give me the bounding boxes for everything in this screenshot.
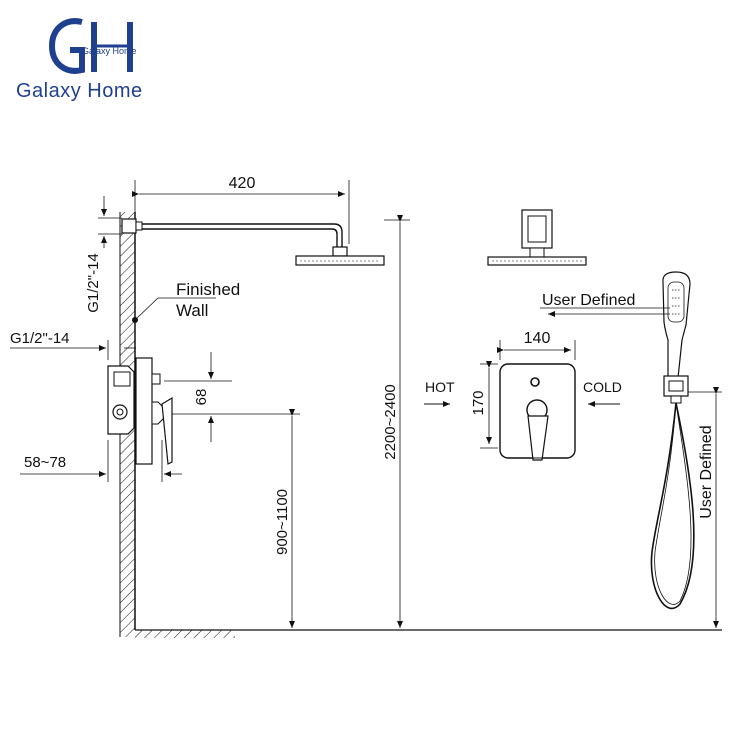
top-inlet-thread-dimension: G1/2"-14: [85, 196, 122, 313]
valve-height-dimension: 900~1100: [274, 409, 295, 628]
plate-width-dimension: 140: [497, 330, 576, 360]
handheld-height-label: User Defined: [542, 292, 635, 309]
brand-name: Galaxy Home: [16, 80, 143, 102]
cold-indicator: COLD: [583, 379, 622, 407]
logo-small-text: Galaxy Home: [82, 46, 137, 56]
arm-length-label: 420: [229, 175, 256, 192]
rain-showerhead-front-view: [487, 209, 587, 266]
rain-showerhead-side-view: [295, 255, 385, 266]
plate-width-label: 140: [524, 330, 551, 347]
hot-label: HOT: [425, 379, 455, 395]
mid-inlet-thread-label: G1/2"-14: [10, 330, 70, 347]
brand-logo: Galaxy Home Galaxy Home: [16, 16, 166, 108]
showerhead-height-label: 2200~2400: [382, 384, 399, 460]
wall-depth-dimension: 58~78: [20, 440, 182, 482]
valve-side-view: [107, 357, 173, 465]
top-inlet-thread-label: G1/2"-14: [85, 253, 102, 313]
shower-arm-side-view: [121, 218, 348, 257]
hose-length-dimension: User Defined: [688, 387, 722, 628]
showerhead-height-dimension: 2200~2400: [382, 215, 410, 628]
finished-wall-label-line2: Wall: [176, 301, 208, 320]
cold-label: COLD: [583, 379, 622, 395]
valve-height-label: 900~1100: [274, 489, 291, 555]
valve-offset-label: 68: [193, 389, 210, 406]
hot-indicator: HOT: [424, 379, 455, 407]
plate-height-label: 170: [470, 390, 487, 415]
finished-wall-callout: Finished Wall: [132, 280, 240, 323]
shower-hose: [650, 402, 695, 610]
plate-height-dimension: 170: [470, 361, 498, 449]
valve-offset-dimension: 68: [164, 352, 300, 442]
floor-line: [135, 629, 722, 638]
handheld-holder: [663, 375, 689, 404]
mid-inlet-thread-dimension: G1/2"-14: [10, 330, 136, 360]
arm-length-dimension: 420: [132, 175, 350, 244]
handheld-height-callout: User Defined: [540, 292, 670, 317]
wall-depth-label: 58~78: [24, 454, 66, 471]
hose-length-label: User Defined: [698, 425, 715, 518]
finished-wall-label-line1: Finished: [176, 280, 240, 299]
handheld-shower: [662, 271, 691, 379]
gh-monogram-icon: [48, 18, 133, 74]
valve-trim-plate: [499, 363, 576, 461]
